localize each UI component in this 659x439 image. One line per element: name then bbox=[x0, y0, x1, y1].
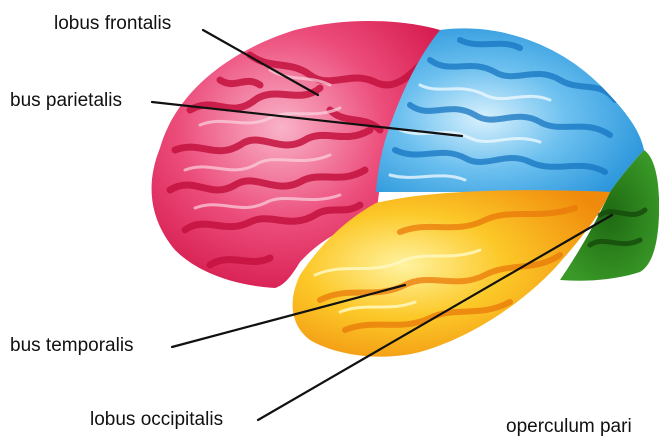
label-lobus-temporalis: bus temporalis bbox=[10, 335, 134, 356]
label-operculum: operculum pari bbox=[506, 416, 632, 437]
label-lobus-parietalis: bus parietalis bbox=[10, 90, 122, 111]
label-lobus-frontalis: lobus frontalis bbox=[54, 13, 171, 34]
label-lobus-occipitalis: lobus occipitalis bbox=[90, 409, 223, 430]
